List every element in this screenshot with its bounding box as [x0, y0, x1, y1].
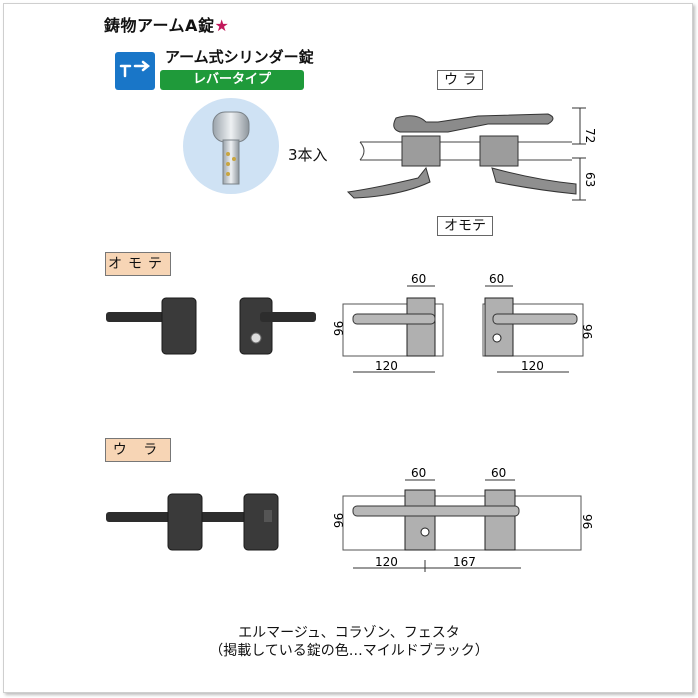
product-title: 鋳物アームA錠★	[104, 12, 229, 36]
back-dim-96-right: 96	[580, 514, 594, 529]
back-dim-60-right: 60	[491, 466, 506, 480]
back-dimension-drawing: 60 60 96 96 120 167	[332, 466, 594, 572]
title-text: 鋳物アームA錠	[104, 16, 215, 35]
side-view-diagram: 72 63	[346, 107, 597, 201]
front-product-photo	[106, 297, 316, 355]
key-circle	[183, 98, 279, 194]
star-icon: ★	[214, 16, 230, 35]
dim-72: 72	[583, 128, 597, 143]
cylinder-lock-icon	[115, 52, 155, 90]
front-dimension-drawing: 60 96 120 60 96 120	[332, 272, 594, 373]
front-dim-60-right: 60	[489, 272, 504, 286]
dim-63: 63	[583, 172, 597, 187]
back-dim-167: 167	[453, 555, 476, 569]
back-dim-120: 120	[375, 555, 398, 569]
footer-models: エルマージュ、コラゾン、フェスタ	[238, 625, 460, 641]
section-front-label: オモテ	[105, 252, 171, 276]
back-dim-96-left: 96	[332, 513, 346, 528]
section-back-label: ウ ラ	[105, 438, 171, 462]
front-dim-120-left: 120	[375, 359, 398, 373]
front-dim-120-right: 120	[521, 359, 544, 373]
front-dim-96-right: 96	[580, 324, 594, 339]
product-subtitle: アーム式シリンダー錠	[165, 48, 314, 66]
back-product-photo	[106, 493, 279, 551]
front-dim-60-left: 60	[411, 272, 426, 286]
back-dim-60-left: 60	[411, 466, 426, 480]
key-count: 3本入	[288, 146, 328, 164]
front-dim-96-left: 96	[332, 321, 346, 336]
footer-color-note: （掲載している錠の色…マイルドブラック）	[209, 643, 489, 659]
back-side-tag: ウ ラ	[437, 70, 484, 90]
type-badge: レバータイプ	[160, 70, 304, 90]
page-frame	[3, 3, 693, 693]
front-side-tag: オモテ	[437, 216, 493, 236]
key-icon	[212, 111, 250, 185]
